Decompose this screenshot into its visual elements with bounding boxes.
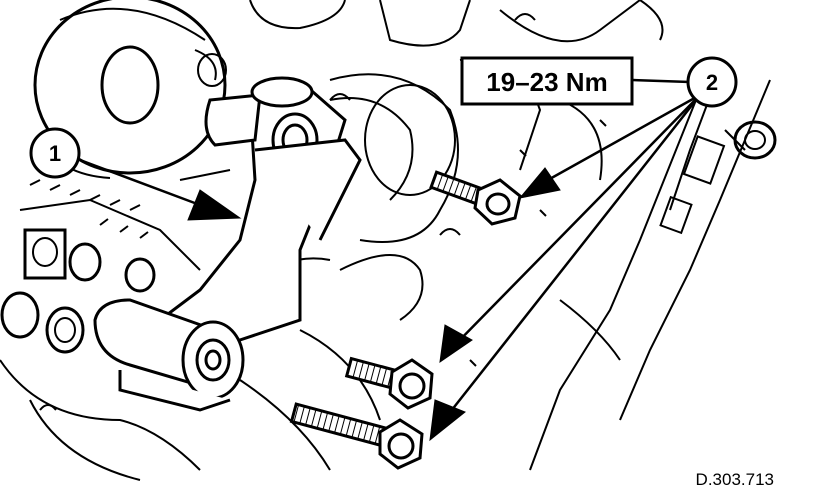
tensioner-bracket	[93, 76, 362, 412]
torque-spec-text: 19–23 Nm	[486, 67, 607, 97]
callout-1-label: 1	[49, 141, 61, 166]
arrowhead-2c	[429, 399, 466, 442]
reference-code: D.303.713	[696, 470, 774, 489]
bolt-upper	[429, 170, 522, 226]
engine-block-outline	[0, 0, 777, 481]
callout-1: 1	[29, 127, 81, 179]
arrowhead-1	[187, 189, 242, 221]
callout-2: 2	[686, 56, 738, 108]
arrowhead-2b	[439, 324, 473, 364]
arrowhead-2a	[518, 167, 561, 199]
leader-lines	[79, 78, 701, 426]
torque-spec-box: 19–23 Nm	[460, 56, 634, 106]
bolt-lower	[289, 402, 424, 470]
callout-2-label: 2	[706, 70, 718, 95]
arrowheads	[187, 167, 561, 442]
bolt-middle	[344, 356, 434, 410]
